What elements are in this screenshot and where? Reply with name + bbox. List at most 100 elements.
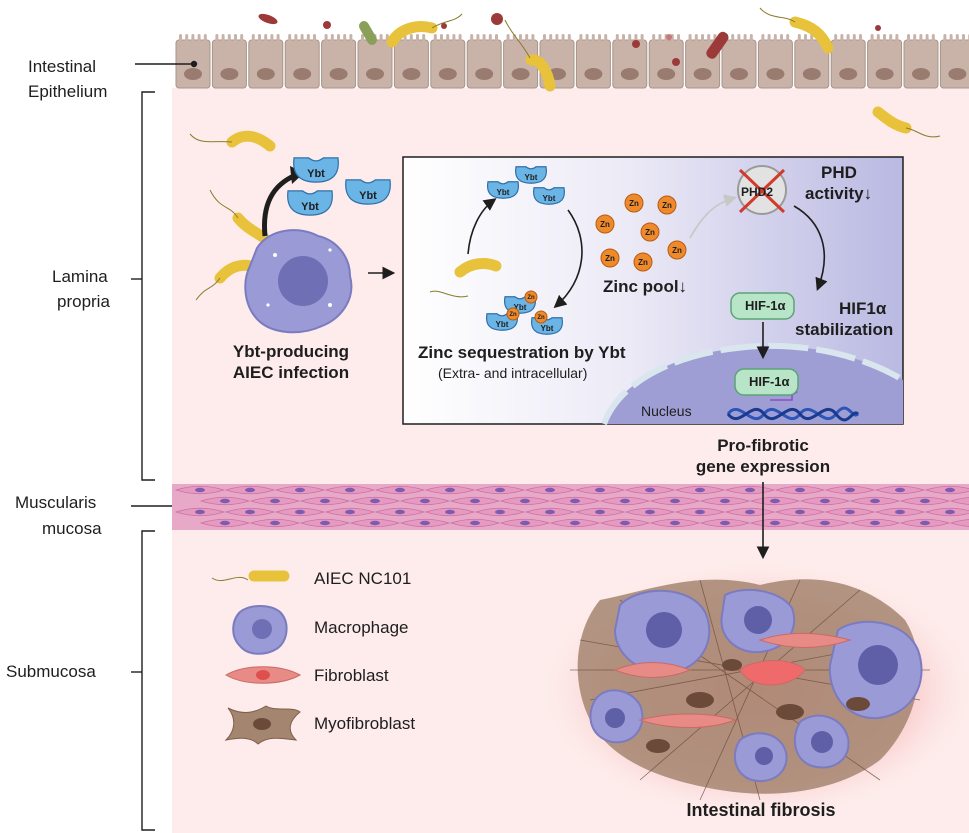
- muscle-fiber: [374, 485, 426, 495]
- sequestration-subtitle: (Extra- and intracellular): [438, 365, 588, 381]
- zinc-ion-icon: Zn: [640, 222, 660, 242]
- muscle-fiber: [174, 485, 226, 495]
- muscle-fiber: [699, 496, 751, 506]
- muscle-fiber: [899, 496, 951, 506]
- muscle-fiber: [524, 485, 576, 495]
- epithelial-cell: [321, 34, 357, 89]
- svg-text:Ybt: Ybt: [496, 320, 509, 329]
- muscle-fiber: [174, 507, 226, 517]
- muscle-fiber: [424, 485, 476, 495]
- legend-fibroblast-icon: [225, 666, 302, 684]
- svg-text:Ybt: Ybt: [525, 173, 538, 182]
- zinc-pool-label: Zinc pool↓: [603, 277, 688, 296]
- muscle-fiber: [649, 518, 701, 528]
- muscle-fiber: [824, 485, 876, 495]
- legend-myofibroblast-icon: [224, 705, 301, 745]
- nucleus-label: Nucleus: [641, 403, 692, 419]
- zinc-ion-icon: Zn: [600, 248, 620, 268]
- muscle-fibers: [174, 485, 969, 528]
- muscle-fiber: [349, 518, 401, 528]
- infection-title-line2: AIEC infection: [232, 363, 350, 382]
- phd2-inhibited-icon: [737, 165, 787, 215]
- hif-label-nucleus: HIF-1α: [749, 374, 790, 389]
- epithelial-cell: [211, 34, 247, 89]
- muscle-fiber: [649, 496, 701, 506]
- profibrotic-line1: Pro-fibrotic: [717, 436, 809, 455]
- hif-box-nucleus: [734, 368, 799, 396]
- epithelium-layer: [175, 34, 969, 89]
- muscle-fiber: [424, 507, 476, 517]
- muscle-fiber: [299, 496, 351, 506]
- svg-text:Zn: Zn: [629, 199, 639, 208]
- epithelial-cell: [721, 34, 757, 89]
- muscle-fiber: [199, 518, 251, 528]
- svg-text:Ybt: Ybt: [541, 324, 554, 333]
- sequestration-title: Zinc sequestration by Ybt: [418, 343, 626, 362]
- muscle-fiber: [249, 518, 301, 528]
- epithelial-cell: [575, 34, 611, 89]
- layer-label-submucosa: Submucosa: [6, 662, 96, 681]
- muscle-fiber: [499, 518, 551, 528]
- muscle-fiber: [724, 485, 776, 495]
- epithelial-cell: [430, 34, 466, 89]
- svg-text:Zn: Zn: [662, 201, 672, 210]
- zinc-ion-icon: Zn: [534, 310, 548, 324]
- epithelial-cells: [175, 34, 969, 89]
- layer-label-epithelium-line2: Epithelium: [28, 82, 108, 101]
- muscle-fiber: [899, 518, 951, 528]
- svg-text:Zn: Zn: [672, 246, 682, 255]
- muscle-fiber: [274, 485, 326, 495]
- infection-illustration: [189, 130, 396, 334]
- muscle-fiber: [724, 507, 776, 517]
- hif-stabilization-line1: HIF1α: [839, 299, 887, 318]
- muscle-fiber: [849, 518, 901, 528]
- muscle-fiber: [849, 496, 901, 506]
- muscle-fiber: [774, 507, 826, 517]
- muscle-fiber: [574, 485, 626, 495]
- muscle-fiber: [274, 507, 326, 517]
- muscle-fiber: [324, 485, 376, 495]
- legend-label-myofibroblast: Myofibroblast: [314, 714, 416, 733]
- hif-stabilization-line2: stabilization: [795, 320, 894, 339]
- zinc-ion-icon: Zn: [657, 195, 677, 215]
- epithelial-cell: [612, 34, 648, 89]
- muscle-fiber: [224, 485, 276, 495]
- muscle-fiber: [799, 518, 851, 528]
- zinc-ion-icon: Zn: [524, 290, 538, 304]
- ybt-siderophore-icon: Ybt: [514, 166, 548, 184]
- muscle-fiber: [949, 497, 969, 505]
- ybt-siderophore-icon: Ybt: [287, 190, 333, 216]
- muscle-fiber: [374, 507, 426, 517]
- muscle-fiber: [549, 518, 601, 528]
- svg-text:Ybt: Ybt: [514, 303, 527, 312]
- hif-box-cytoplasm: [730, 292, 795, 320]
- muscle-fiber: [449, 496, 501, 506]
- epithelial-cell: [867, 34, 903, 89]
- ybt-siderophore-icon: Ybt: [345, 179, 391, 205]
- epithelial-cell: [939, 34, 969, 89]
- epithelial-cell: [248, 34, 284, 89]
- muscle-fiber: [624, 485, 676, 495]
- zinc-ion-icon: Zn: [633, 252, 653, 272]
- muscle-fiber: [674, 507, 726, 517]
- hif-label-cytoplasm: HIF-1α: [745, 298, 786, 313]
- muscle-fiber: [524, 507, 576, 517]
- muscle-fiber: [349, 496, 401, 506]
- ybt-cycle: [429, 194, 828, 360]
- muscle-fiber: [549, 496, 601, 506]
- muscle-fiber: [199, 496, 251, 506]
- muscle-fiber: [474, 485, 526, 495]
- phd2-label: PHD2: [741, 185, 774, 199]
- muscle-fiber: [499, 496, 551, 506]
- svg-text:Ybt: Ybt: [301, 201, 319, 213]
- zinc-ion-icon: Zn: [624, 193, 644, 213]
- zinc-ion-icon: Zn: [595, 214, 615, 234]
- legend-label-aiec: AIEC NC101: [314, 569, 412, 588]
- muscle-fiber: [599, 518, 651, 528]
- muscle-fiber: [774, 485, 826, 495]
- svg-text:Zn: Zn: [509, 312, 517, 318]
- muscle-fiber: [574, 507, 626, 517]
- svg-text:Ybt: Ybt: [497, 188, 510, 197]
- svg-text:Zn: Zn: [605, 254, 615, 263]
